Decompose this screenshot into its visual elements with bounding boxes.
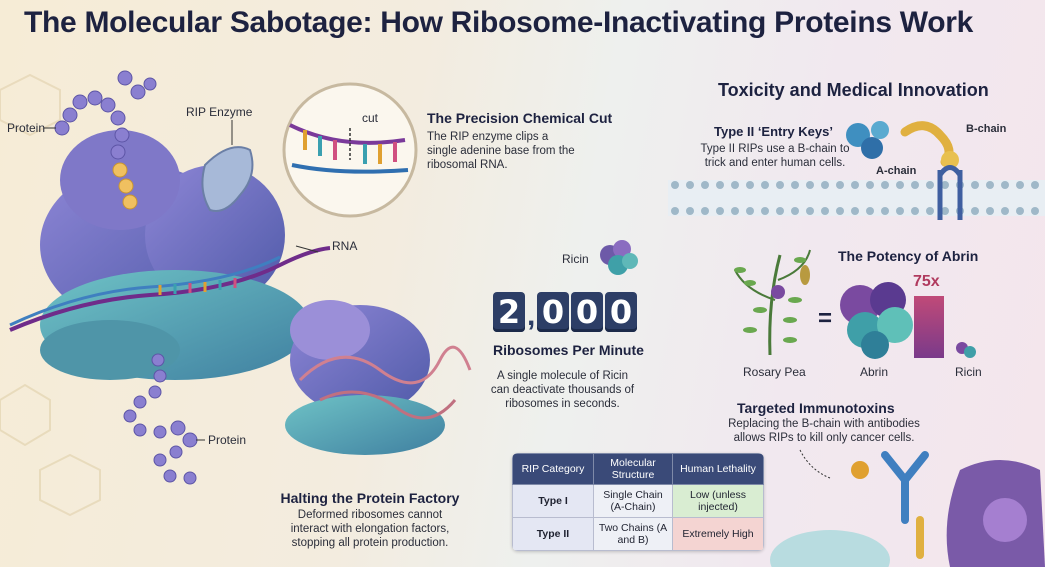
ricin-label: Ricin [562, 252, 589, 266]
rip-comparison-table: RIP Category Molecular Structure Human L… [512, 453, 764, 551]
antibody-illustration [851, 451, 929, 559]
abrin-molecule [840, 282, 913, 359]
deformed-ribosome-illustration [285, 300, 472, 455]
cancer-cell [946, 460, 1045, 567]
cell-membrane [668, 180, 1045, 216]
cut-heading: The Precision Chemical Cut [427, 110, 613, 126]
cell-structure: Single Chain (A-Chain) [593, 484, 673, 518]
toxicity-heading: Toxicity and Medical Innovation [718, 80, 989, 100]
ricin-body: A single molecule of Ricin can deactivat… [490, 370, 635, 410]
cut-label: cut [362, 111, 379, 125]
header-human-lethality: Human Lethality [672, 453, 764, 485]
potency-heading: The Potency of Abrin [838, 248, 979, 264]
ribosomes-per-minute-heading: Ribosomes Per Minute [493, 342, 644, 358]
counter-comma: , [527, 299, 536, 332]
rip-table-wrapper: RIP Category Molecular Structure Human L… [512, 453, 764, 551]
table-row: Type II Two Chains (A and B) Extremely H… [512, 517, 764, 551]
header-rip-category: RIP Category [512, 453, 594, 485]
counter-digit: 0 [537, 292, 569, 332]
rosary-pea-label: Rosary Pea [743, 365, 806, 379]
ricin-small-molecule [956, 342, 976, 358]
rna-label: RNA [332, 239, 358, 253]
counter-digit: 0 [605, 292, 637, 332]
a-chain-molecule [846, 121, 889, 159]
page-title: The Molecular Sabotage: How Ribosome-Ina… [24, 6, 974, 39]
immunotoxins-heading: Targeted Immunotoxins [737, 400, 895, 416]
cell-lethality: Low (unless injected) [672, 484, 764, 518]
healthy-cell [770, 530, 890, 567]
entry-keys-body: Type II RIPs use a B-chain to trick and … [700, 143, 850, 169]
cell-structure: Two Chains (A and B) [593, 517, 673, 551]
b-chain-molecule [900, 121, 959, 169]
rip-enzyme-label: RIP Enzyme [186, 105, 253, 119]
a-chain-label: A-chain [876, 165, 917, 177]
halting-body: Deformed ribosomes cannot interact with … [290, 509, 450, 549]
b-chain-label: B-chain [966, 123, 1007, 135]
cut-body: The RIP enzyme clips a single adenine ba… [427, 131, 575, 171]
abrin-bar [914, 296, 944, 358]
header-molecular-structure: Molecular Structure [593, 453, 673, 485]
rosary-pea-plant [734, 249, 811, 356]
counter-digit: 0 [571, 292, 603, 332]
cell-category: Type I [512, 484, 594, 518]
protein-label-top: Protein [7, 121, 46, 135]
cell-lethality: Extremely High [672, 517, 764, 551]
counter-digit: 2 [493, 292, 525, 332]
ricin-molecule [600, 240, 638, 275]
ribosome-counter: 2 , 0 0 0 [493, 292, 637, 340]
table-row: Type I Single Chain (A-Chain) Low (unles… [512, 484, 764, 518]
abrin-label: Abrin [860, 365, 889, 379]
protein-label-bottom: Protein [208, 433, 247, 447]
equals-sign: = [818, 305, 833, 332]
table-header-row: RIP Category Molecular Structure Human L… [512, 453, 764, 485]
potency-multiplier: 75x [913, 273, 940, 290]
receptor [937, 165, 963, 220]
immunotoxins-body: Replacing the B-chain with antibodies al… [728, 418, 920, 444]
rip-enzyme-shape [201, 146, 254, 212]
entry-keys-heading: Type II ‘Entry Keys’ [714, 124, 833, 139]
ribosome-illustration [40, 130, 310, 380]
halting-heading: Halting the Protein Factory [280, 490, 460, 506]
ricin-label-right: Ricin [955, 365, 982, 379]
cell-category: Type II [512, 517, 594, 551]
